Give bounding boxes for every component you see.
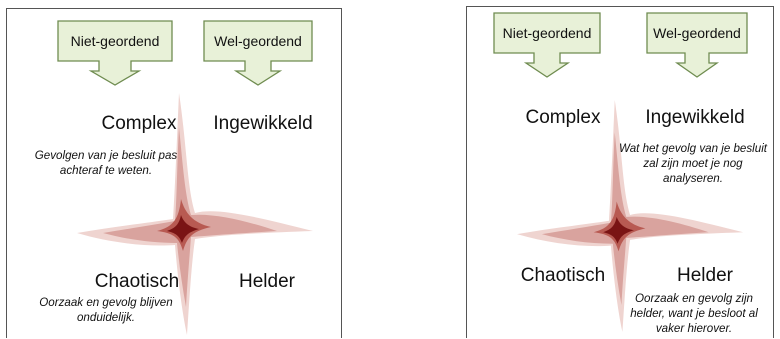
callout-wel-geordend: Wel-geordend [203, 20, 313, 86]
callout-label: Niet-geordend [70, 33, 160, 49]
quadrant-description-ingewikkeld: Wat het gevolg van je besluit zal zijn m… [618, 142, 768, 185]
quadrant-title-chaotisch: Chaotisch [520, 265, 606, 286]
quadrant-title-complex: Complex [101, 113, 177, 134]
callout-niet-geordend: Niet-geordend [493, 12, 601, 78]
quadrant-title-helder: Helder [239, 271, 295, 292]
callout-arrow-shape [57, 20, 173, 86]
quadrant-title-helder: Helder [677, 265, 733, 286]
quadrant-title-complex: Complex [525, 107, 601, 128]
quadrant-description-helder: Oorzaak en gevolg zijn helder, want je b… [630, 292, 758, 335]
cynefin-star-shape [517, 99, 744, 332]
quadrant-title-ingewikkeld: Ingewikkeld [213, 113, 313, 134]
quadrant-title-ingewikkeld: Ingewikkeld [645, 107, 745, 128]
callout-label: Wel-geordend [214, 33, 302, 49]
quadrant-description-complex: Gevolgen van je besluit pas achteraf te … [34, 149, 178, 177]
callout-arrow-shape [493, 12, 601, 78]
callout-niet-geordend: Niet-geordend [57, 20, 173, 86]
cynefin-star-shape [77, 93, 313, 335]
callout-label: Wel-geordend [653, 25, 741, 41]
callout-label: Niet-geordend [502, 25, 592, 41]
cynefin-diagram-right: Niet-geordend Wel-geordend Complex Ingew… [466, 6, 774, 338]
callout-arrow-shape [646, 12, 748, 78]
cynefin-diagram-left: Niet-geordend Wel-geordend Complex Ingew… [6, 8, 342, 338]
callout-wel-geordend: Wel-geordend [646, 12, 748, 78]
quadrant-description-chaotisch: Oorzaak en gevolg blijven onduidelijk. [39, 296, 173, 324]
quadrant-title-chaotisch: Chaotisch [94, 271, 180, 292]
callout-arrow-shape [203, 20, 313, 86]
